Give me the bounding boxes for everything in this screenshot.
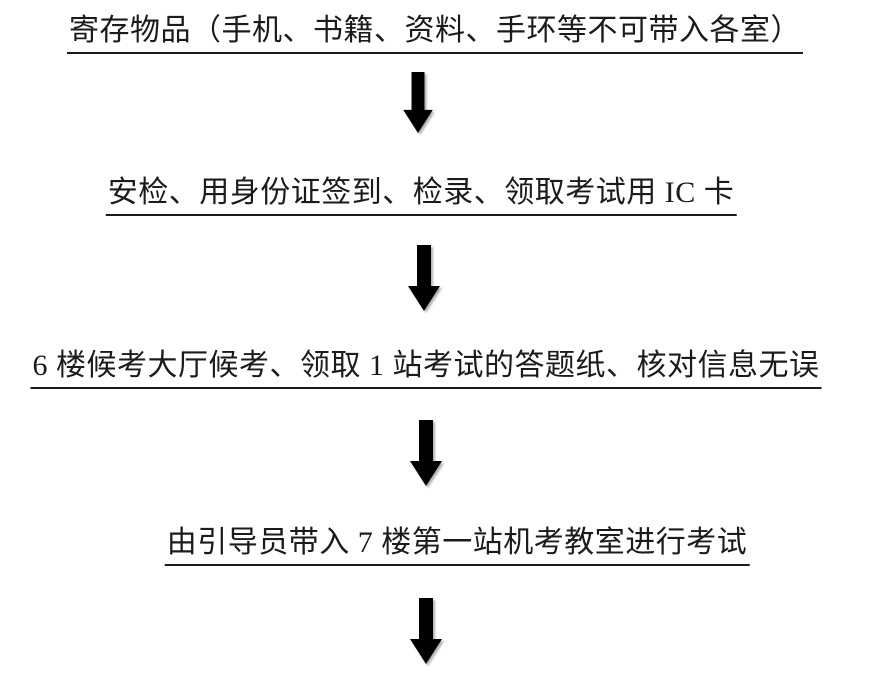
flow-step-4-label: 由引导员带入 7 楼第一站机考教室进行考试 — [164, 526, 750, 566]
down-arrow-icon — [402, 72, 434, 133]
down-arrow-icon — [410, 420, 442, 486]
flow-step-1-label: 寄存物品（手机、书籍、资料、手环等不可带入各室） — [67, 14, 803, 54]
flow-step-3-label: 6 楼候考大厅候考、领取 1 站考试的答题纸、核对信息无误 — [30, 349, 822, 389]
down-arrow-icon — [408, 245, 440, 311]
down-arrow-icon — [410, 598, 442, 664]
flow-step-2-label: 安检、用身份证签到、检录、领取考试用 IC 卡 — [105, 176, 737, 216]
